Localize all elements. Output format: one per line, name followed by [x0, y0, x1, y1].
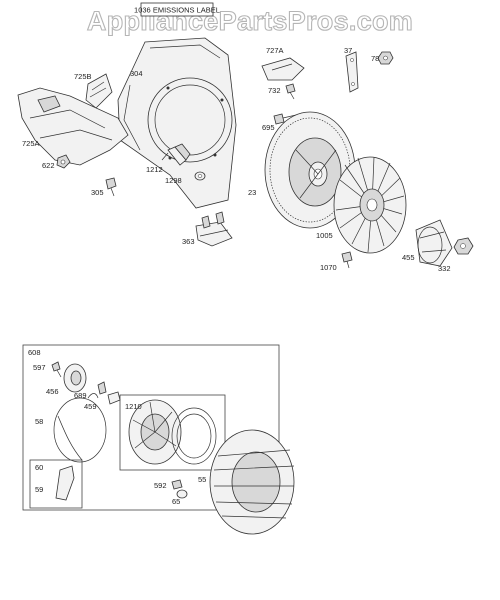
label-1298: 1298: [165, 176, 182, 185]
fan-1005-part[interactable]: [333, 156, 407, 254]
pulley-1210-part[interactable]: [128, 399, 182, 465]
rope-58-part[interactable]: [53, 397, 107, 463]
label-59: 59: [35, 485, 43, 494]
label-1070: 1070: [320, 263, 337, 272]
label-592: 592: [154, 481, 167, 490]
screw-592-part[interactable]: [171, 479, 183, 490]
screw-1070-part[interactable]: [341, 251, 353, 269]
label-597: 597: [33, 363, 46, 372]
pawl-689-part[interactable]: [97, 381, 107, 395]
label-727A: 727A: [266, 46, 284, 55]
recoil-spring-part[interactable]: [171, 407, 217, 465]
emissions-label-text: 1036 EMISSIONS LABEL: [134, 6, 220, 15]
flywheel-23-part[interactable]: [264, 111, 356, 229]
nut-78-part[interactable]: [377, 51, 394, 65]
label-695: 695: [262, 123, 275, 132]
bracket-37-part[interactable]: [345, 51, 359, 93]
spark-plug-1212-part[interactable]: [161, 143, 191, 166]
label-459: 459: [84, 402, 97, 411]
label-60: 60: [35, 463, 43, 472]
cup-455-part[interactable]: [415, 219, 453, 267]
screw-597-part[interactable]: [51, 361, 62, 378]
pulley-subassembly-box[interactable]: [119, 394, 226, 471]
rewind-starter-assembly-box[interactable]: [22, 344, 280, 511]
label-78: 78: [371, 54, 379, 63]
label-23: 23: [248, 188, 256, 197]
label-455: 455: [402, 253, 415, 262]
label-456: 456: [46, 387, 59, 396]
label-1210: 1210: [125, 402, 142, 411]
label-363: 363: [182, 237, 195, 246]
label-304: 304: [130, 69, 143, 78]
nut-332-part[interactable]: [453, 237, 474, 255]
label-55: 55: [198, 475, 206, 484]
label-58: 58: [35, 417, 43, 426]
handle-59-part[interactable]: [55, 465, 75, 501]
screw-732-part[interactable]: [285, 83, 296, 100]
part-labels: 727A 37 78 725B 304 732 725A 695 622 121…: [22, 46, 451, 506]
pulley-cap-456-part[interactable]: [63, 363, 87, 393]
label-65: 65: [172, 497, 180, 506]
clip-727a-part[interactable]: [261, 57, 305, 81]
label-1212: 1212: [146, 165, 163, 174]
starter-housing-part[interactable]: [209, 429, 295, 535]
ignition-armature-363-part[interactable]: [195, 211, 233, 247]
label-689: 689: [74, 391, 87, 400]
label-725B: 725B: [74, 72, 92, 81]
washer-1298-part[interactable]: [194, 171, 206, 181]
label-622: 622: [42, 161, 55, 170]
emissions-label-part[interactable]: 1036 EMISSIONS LABEL: [134, 2, 220, 17]
label-305: 305: [91, 188, 104, 197]
screw-305-part[interactable]: [105, 177, 117, 197]
label-37: 37: [344, 46, 352, 55]
nut-622-part[interactable]: [56, 154, 71, 169]
washer-65-part[interactable]: [176, 489, 188, 499]
label-1005: 1005: [316, 231, 333, 240]
label-732: 732: [268, 86, 281, 95]
label-332: 332: [438, 264, 451, 273]
label-725A: 725A: [22, 139, 40, 148]
label-608: 608: [28, 348, 41, 357]
deflector-725b-part[interactable]: [85, 73, 113, 109]
blower-housing-part[interactable]: [117, 37, 237, 209]
shield-725a-part[interactable]: [17, 87, 129, 166]
handle-box[interactable]: [29, 459, 83, 509]
